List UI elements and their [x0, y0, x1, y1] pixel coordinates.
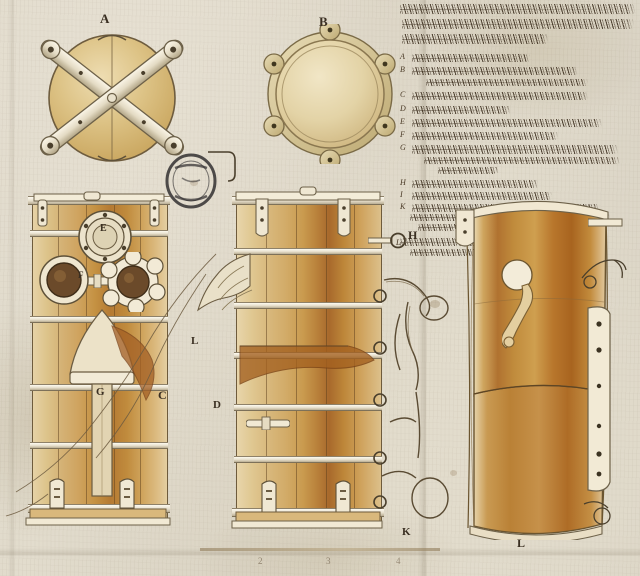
title-line-2: [402, 19, 634, 29]
legend-key-G: G: [400, 143, 406, 152]
title-line-3: [402, 34, 548, 44]
callout-f: F: [78, 270, 84, 280]
scale-tick-2: 2: [258, 556, 263, 566]
legend-line-D: [412, 106, 510, 114]
porthole-right-dark-f: [100, 252, 166, 312]
flange-lug-bolts: [271, 27, 388, 163]
iron-hoop: [234, 404, 382, 411]
strap-hardware-bottom: [583, 501, 611, 525]
porthole-left-dark: [39, 255, 89, 305]
legend-line-A: [412, 54, 530, 62]
scale-tick-3: 3: [326, 556, 331, 566]
rope-rigging: [381, 277, 449, 519]
legend-line-H: [412, 180, 538, 188]
rust-flap: [111, 325, 155, 402]
legend-key-E: E: [400, 117, 405, 126]
hook-detail: [208, 151, 236, 182]
scale-bar: 2 3 4: [200, 548, 460, 570]
iron-hoop: [234, 248, 382, 255]
lid-copper-lining: [275, 39, 385, 149]
porthole-l: [501, 259, 533, 291]
legend-line-E: [412, 119, 602, 127]
strap-hardware-top: [581, 259, 627, 289]
lid-handle-bottom: [97, 155, 127, 162]
legend-line-L: [400, 238, 486, 246]
legend-line-B: [412, 67, 578, 75]
archive-stamp: [165, 153, 217, 209]
lid-handle-top: [97, 34, 127, 41]
barrel-l-body: [465, 200, 609, 540]
title-line-1: [400, 4, 636, 14]
bracket-top-right: [588, 218, 623, 227]
callout-g: G: [96, 386, 105, 398]
callout-k: K: [402, 526, 411, 538]
barrel-c-base: [25, 478, 171, 526]
figure-a-lid-plan: [39, 34, 185, 162]
legend-line-L2: [410, 249, 480, 256]
scale-rule: [200, 548, 440, 551]
ring-fitting-h: [368, 232, 406, 249]
legend-line-C: [412, 92, 588, 100]
barrel-c-top-fittings: [33, 191, 165, 227]
base-foot: [49, 478, 135, 509]
legend-key-I: I: [400, 190, 403, 199]
figure-b-lid-underside: [263, 24, 396, 164]
stave-seam: [58, 200, 59, 518]
legend-key-F: F: [400, 130, 405, 139]
legend-key-A: A: [400, 52, 405, 61]
legend-line-I: [412, 192, 552, 200]
figure-c-barrel-elevation: E F: [24, 191, 174, 532]
legend-key-C: C: [400, 90, 406, 99]
legend-key-K: K: [400, 202, 406, 211]
legend-line-F: [412, 132, 558, 140]
lid-inner-ring: [281, 45, 379, 143]
porthole-e-window: [78, 210, 132, 264]
rope-lines-left: [5, 253, 217, 517]
hoop-eyes-right: [373, 289, 387, 509]
riveted-strap-right: [587, 306, 611, 492]
figure-label-c: C: [158, 388, 167, 402]
callout-d: D: [213, 399, 222, 411]
keyhole-strap: [502, 283, 534, 349]
door-scoop-rust: [239, 345, 375, 385]
iron-hoop: [234, 456, 382, 463]
figure-l-barrel-section: [455, 196, 627, 540]
hinge-fitting-top-left: [455, 209, 475, 247]
figure-label-a: A: [100, 11, 110, 26]
iron-hoop: [234, 302, 382, 309]
barrel-d-top-fittings: [235, 186, 381, 237]
legend-key-D: D: [400, 104, 406, 113]
legend-line-G: [412, 145, 618, 154]
legend-line-G2: [424, 157, 620, 164]
legend-key-B: B: [400, 65, 405, 74]
mid-clasp: [246, 416, 290, 430]
callout-h: H: [408, 228, 418, 242]
callout-e: E: [100, 223, 107, 234]
legend-key-H: H: [400, 178, 406, 187]
leather-sleeve: [197, 253, 253, 312]
handwritten-legend-block: [398, 2, 640, 220]
brace-centre-bolt: [106, 92, 118, 104]
scale-tick-4: 4: [396, 556, 401, 566]
legend-line-B-note: [426, 79, 588, 86]
callout-l-left: L: [191, 335, 199, 347]
lid-cross-brace: [39, 39, 185, 156]
barrel-d-base: [231, 480, 383, 529]
figure-d-barrel-elevation: H: [197, 186, 417, 538]
figure-label-b: B: [319, 14, 328, 29]
legend-key-L: L: [396, 238, 401, 247]
figure-label-l: L: [517, 536, 526, 550]
legend-line-G3: [438, 167, 498, 174]
